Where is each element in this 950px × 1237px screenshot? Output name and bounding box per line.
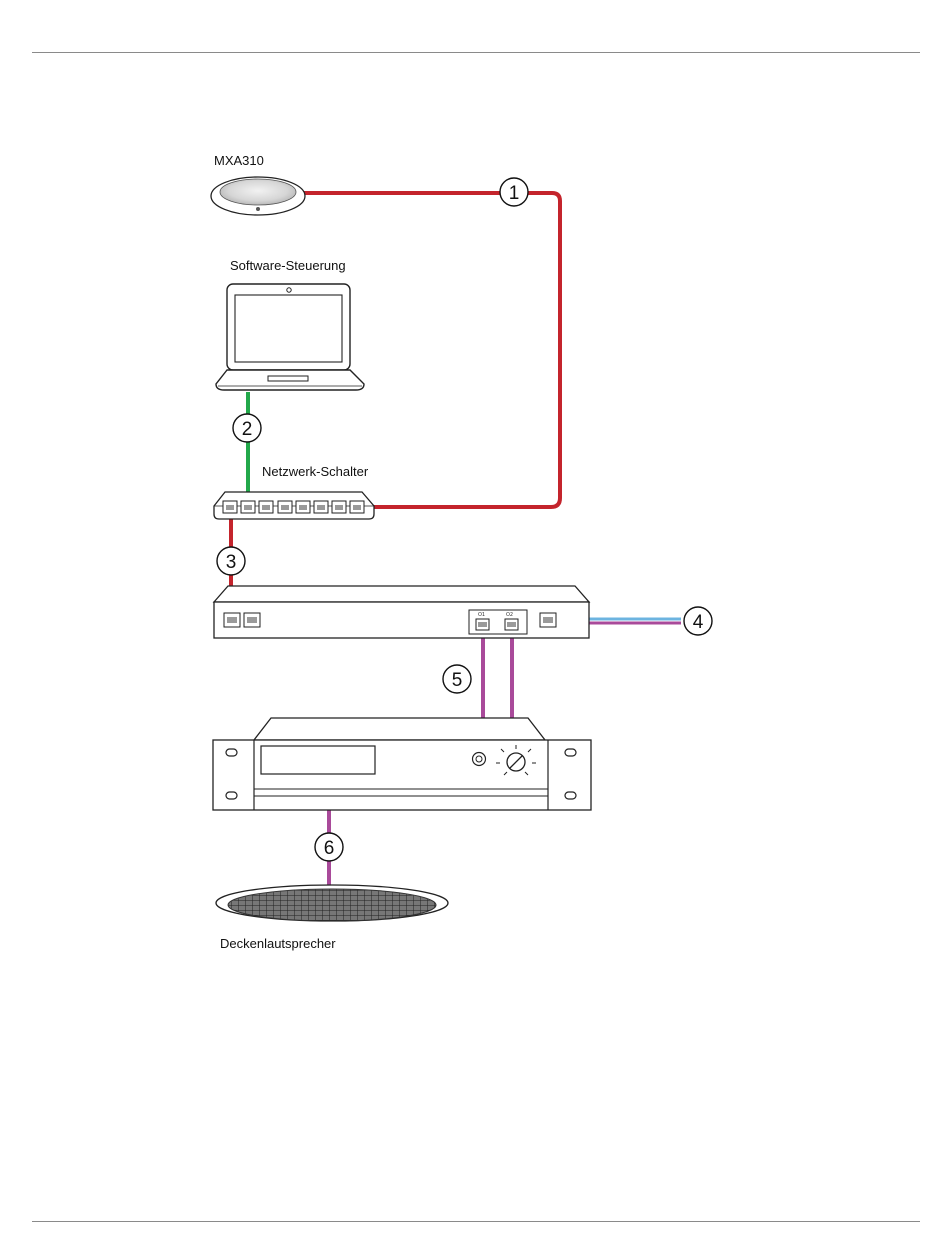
power-button-icon — [473, 753, 486, 766]
svg-text:5: 5 — [452, 670, 463, 691]
callout-6: 6 — [315, 833, 343, 861]
callout-4: 4 — [684, 607, 712, 635]
callout-1: 1 — [500, 178, 528, 206]
svg-text:2: 2 — [242, 419, 253, 440]
cable-5-purple — [483, 630, 512, 720]
callout-2: 2 — [233, 414, 261, 442]
svg-text:1: 1 — [509, 183, 520, 204]
ceiling-speaker — [216, 885, 448, 921]
switch-label: Netzwerk-Schalter — [262, 464, 369, 479]
callout-5: 5 — [443, 665, 471, 693]
mxa310-microphone — [211, 177, 305, 215]
audio-processor-unit: O1 O2 — [214, 586, 589, 638]
svg-text:4: 4 — [693, 612, 704, 633]
laptop-label: Software-Steuerung — [230, 258, 346, 273]
amplifier-unit — [213, 718, 591, 810]
svg-text:3: 3 — [226, 552, 237, 573]
callout-3: 3 — [217, 547, 245, 575]
svg-text:O2: O2 — [506, 612, 513, 618]
laptop-computer — [216, 284, 364, 390]
speaker-label: Deckenlautsprecher — [220, 936, 336, 951]
svg-text:6: 6 — [324, 838, 335, 859]
svg-text:O1: O1 — [478, 612, 485, 618]
mic-label: MXA310 — [214, 153, 264, 168]
